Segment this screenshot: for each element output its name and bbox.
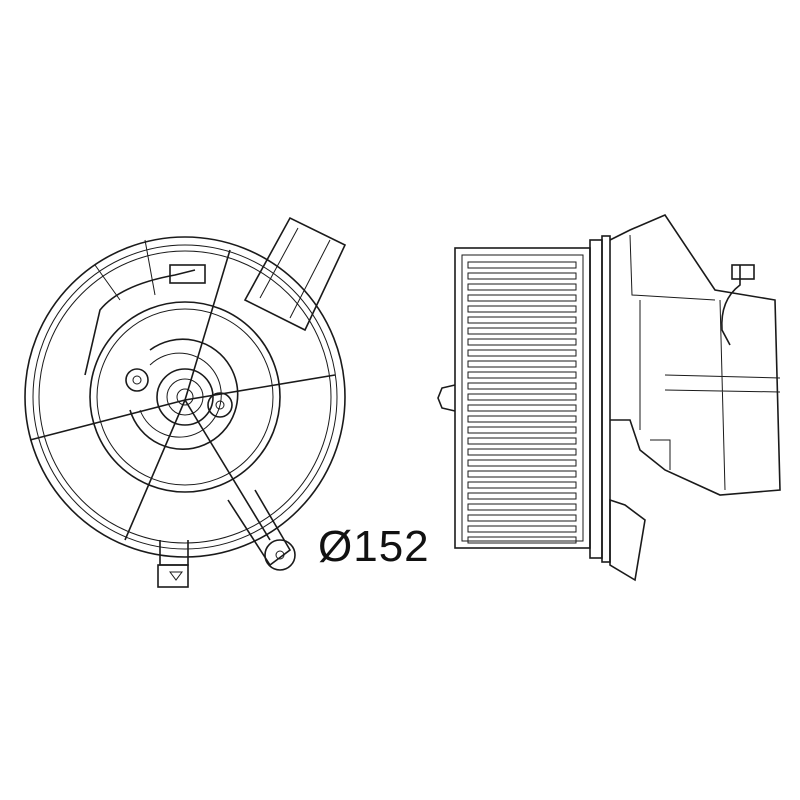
blade <box>467 371 577 379</box>
blade <box>467 316 577 324</box>
lower-bracket <box>609 498 646 582</box>
blade <box>467 404 577 412</box>
blade <box>467 492 577 500</box>
blade <box>467 349 577 357</box>
motor-ring <box>89 301 281 493</box>
impeller-blades <box>467 261 577 544</box>
blade <box>467 261 577 269</box>
blade <box>467 459 577 467</box>
blade <box>467 503 577 511</box>
blade <box>467 426 577 434</box>
spoke <box>184 399 271 541</box>
blade <box>467 305 577 313</box>
blade <box>467 382 577 390</box>
blade <box>467 415 577 423</box>
blade <box>467 536 577 544</box>
blade <box>467 360 577 368</box>
wire-loop <box>84 269 196 376</box>
screw-left <box>125 368 149 392</box>
outer-housing-ring <box>24 236 346 558</box>
diameter-label: Ø152 <box>318 522 430 571</box>
inner-channel <box>129 338 239 450</box>
blade <box>467 448 577 456</box>
plug <box>169 264 206 284</box>
side-view <box>437 214 781 582</box>
motor-housing <box>609 214 781 496</box>
side-wire <box>721 265 741 346</box>
blade <box>467 327 577 335</box>
blade <box>467 514 577 522</box>
blade <box>467 294 577 302</box>
blade <box>467 283 577 291</box>
shaft-end <box>437 384 456 412</box>
connector-arm <box>243 216 347 332</box>
blade <box>467 272 577 280</box>
side-plug <box>731 264 755 280</box>
blade <box>467 437 577 445</box>
blade <box>467 481 577 489</box>
blade <box>467 338 577 346</box>
flange <box>589 239 603 559</box>
blade <box>467 470 577 478</box>
hub <box>156 368 214 426</box>
screw-right <box>207 392 233 418</box>
bottom-tab <box>159 540 189 566</box>
impeller <box>454 247 591 549</box>
blade <box>467 525 577 533</box>
front-view <box>24 216 347 588</box>
blade <box>467 393 577 401</box>
mount-lug <box>227 489 292 567</box>
